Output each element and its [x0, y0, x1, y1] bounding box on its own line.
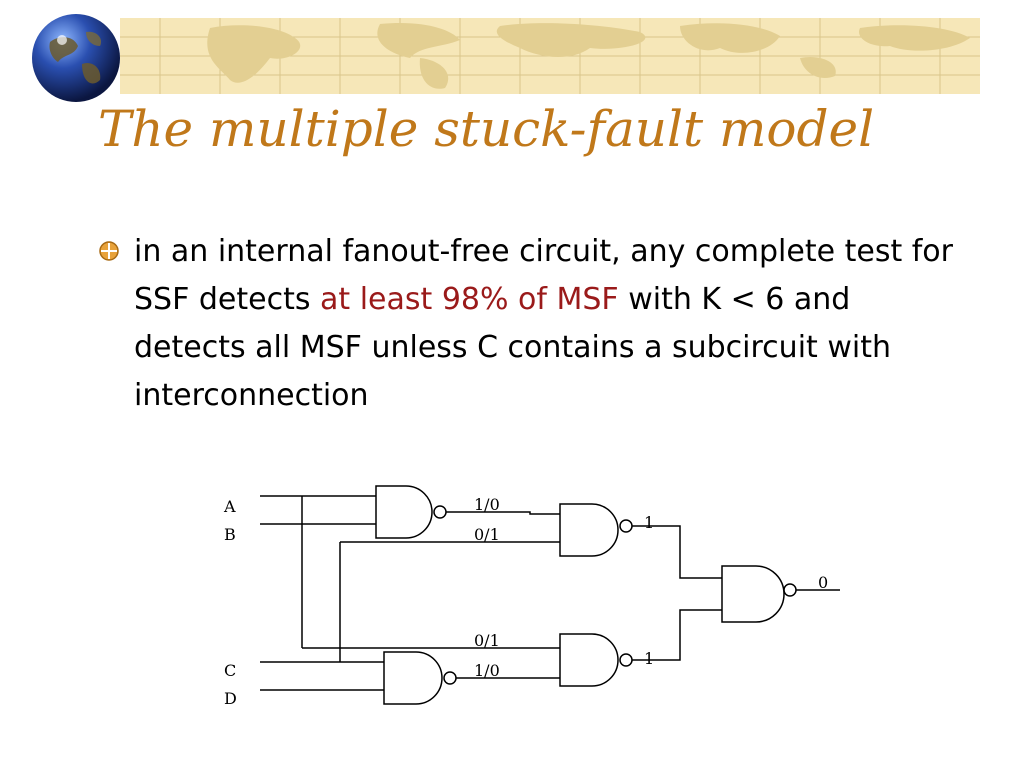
- nand-gate-3-bubble: [619, 519, 633, 533]
- bullet-text-part2: with K < 6 and detects all MSF unless C …: [134, 282, 891, 413]
- bullet-icon: [99, 241, 119, 261]
- nand-gate-5-bubble: [783, 583, 797, 597]
- wire-g4-g5: [632, 609, 722, 661]
- nand-gate-3: [559, 503, 619, 557]
- input-label-d: D: [224, 689, 237, 708]
- wire-g3-g5: [632, 525, 722, 579]
- input-label-a: A: [223, 497, 236, 516]
- nand-gate-1: [375, 485, 433, 539]
- nand-gate-2: [383, 651, 443, 705]
- globe-icon: [32, 14, 120, 102]
- label-mid-bot: 1: [644, 649, 654, 668]
- bullet-highlight: at least 98% of MSF: [320, 282, 619, 317]
- nand-gate-1-bubble: [433, 505, 447, 519]
- nand-gate-4: [559, 633, 619, 687]
- slide-title: The multiple stuck-fault model: [98, 100, 875, 158]
- bullet-text: in an internal fanout-free circuit, any …: [134, 228, 954, 420]
- label-bot-1: 0/1: [474, 631, 500, 650]
- input-label-c: C: [224, 661, 236, 680]
- label-output: 0: [818, 573, 828, 592]
- label-bot-2: 1/0: [474, 661, 500, 680]
- bullet-text-part1: in an internal fanout-free circuit, any …: [134, 234, 953, 317]
- label-top-2: 0/1: [474, 525, 500, 544]
- circuit-diagram: A B C D 1/0 0/1 1 0 0/1 1/0 1: [223, 485, 840, 708]
- label-top-1: 1/0: [474, 495, 500, 514]
- label-mid-top: 1: [644, 513, 654, 532]
- wire-g1-g3: [446, 511, 560, 515]
- nand-gate-5: [721, 565, 785, 623]
- world-map-banner: [120, 18, 980, 94]
- input-label-b: B: [224, 525, 236, 544]
- nand-gate-2-bubble: [443, 671, 457, 685]
- nand-gate-4-bubble: [619, 653, 633, 667]
